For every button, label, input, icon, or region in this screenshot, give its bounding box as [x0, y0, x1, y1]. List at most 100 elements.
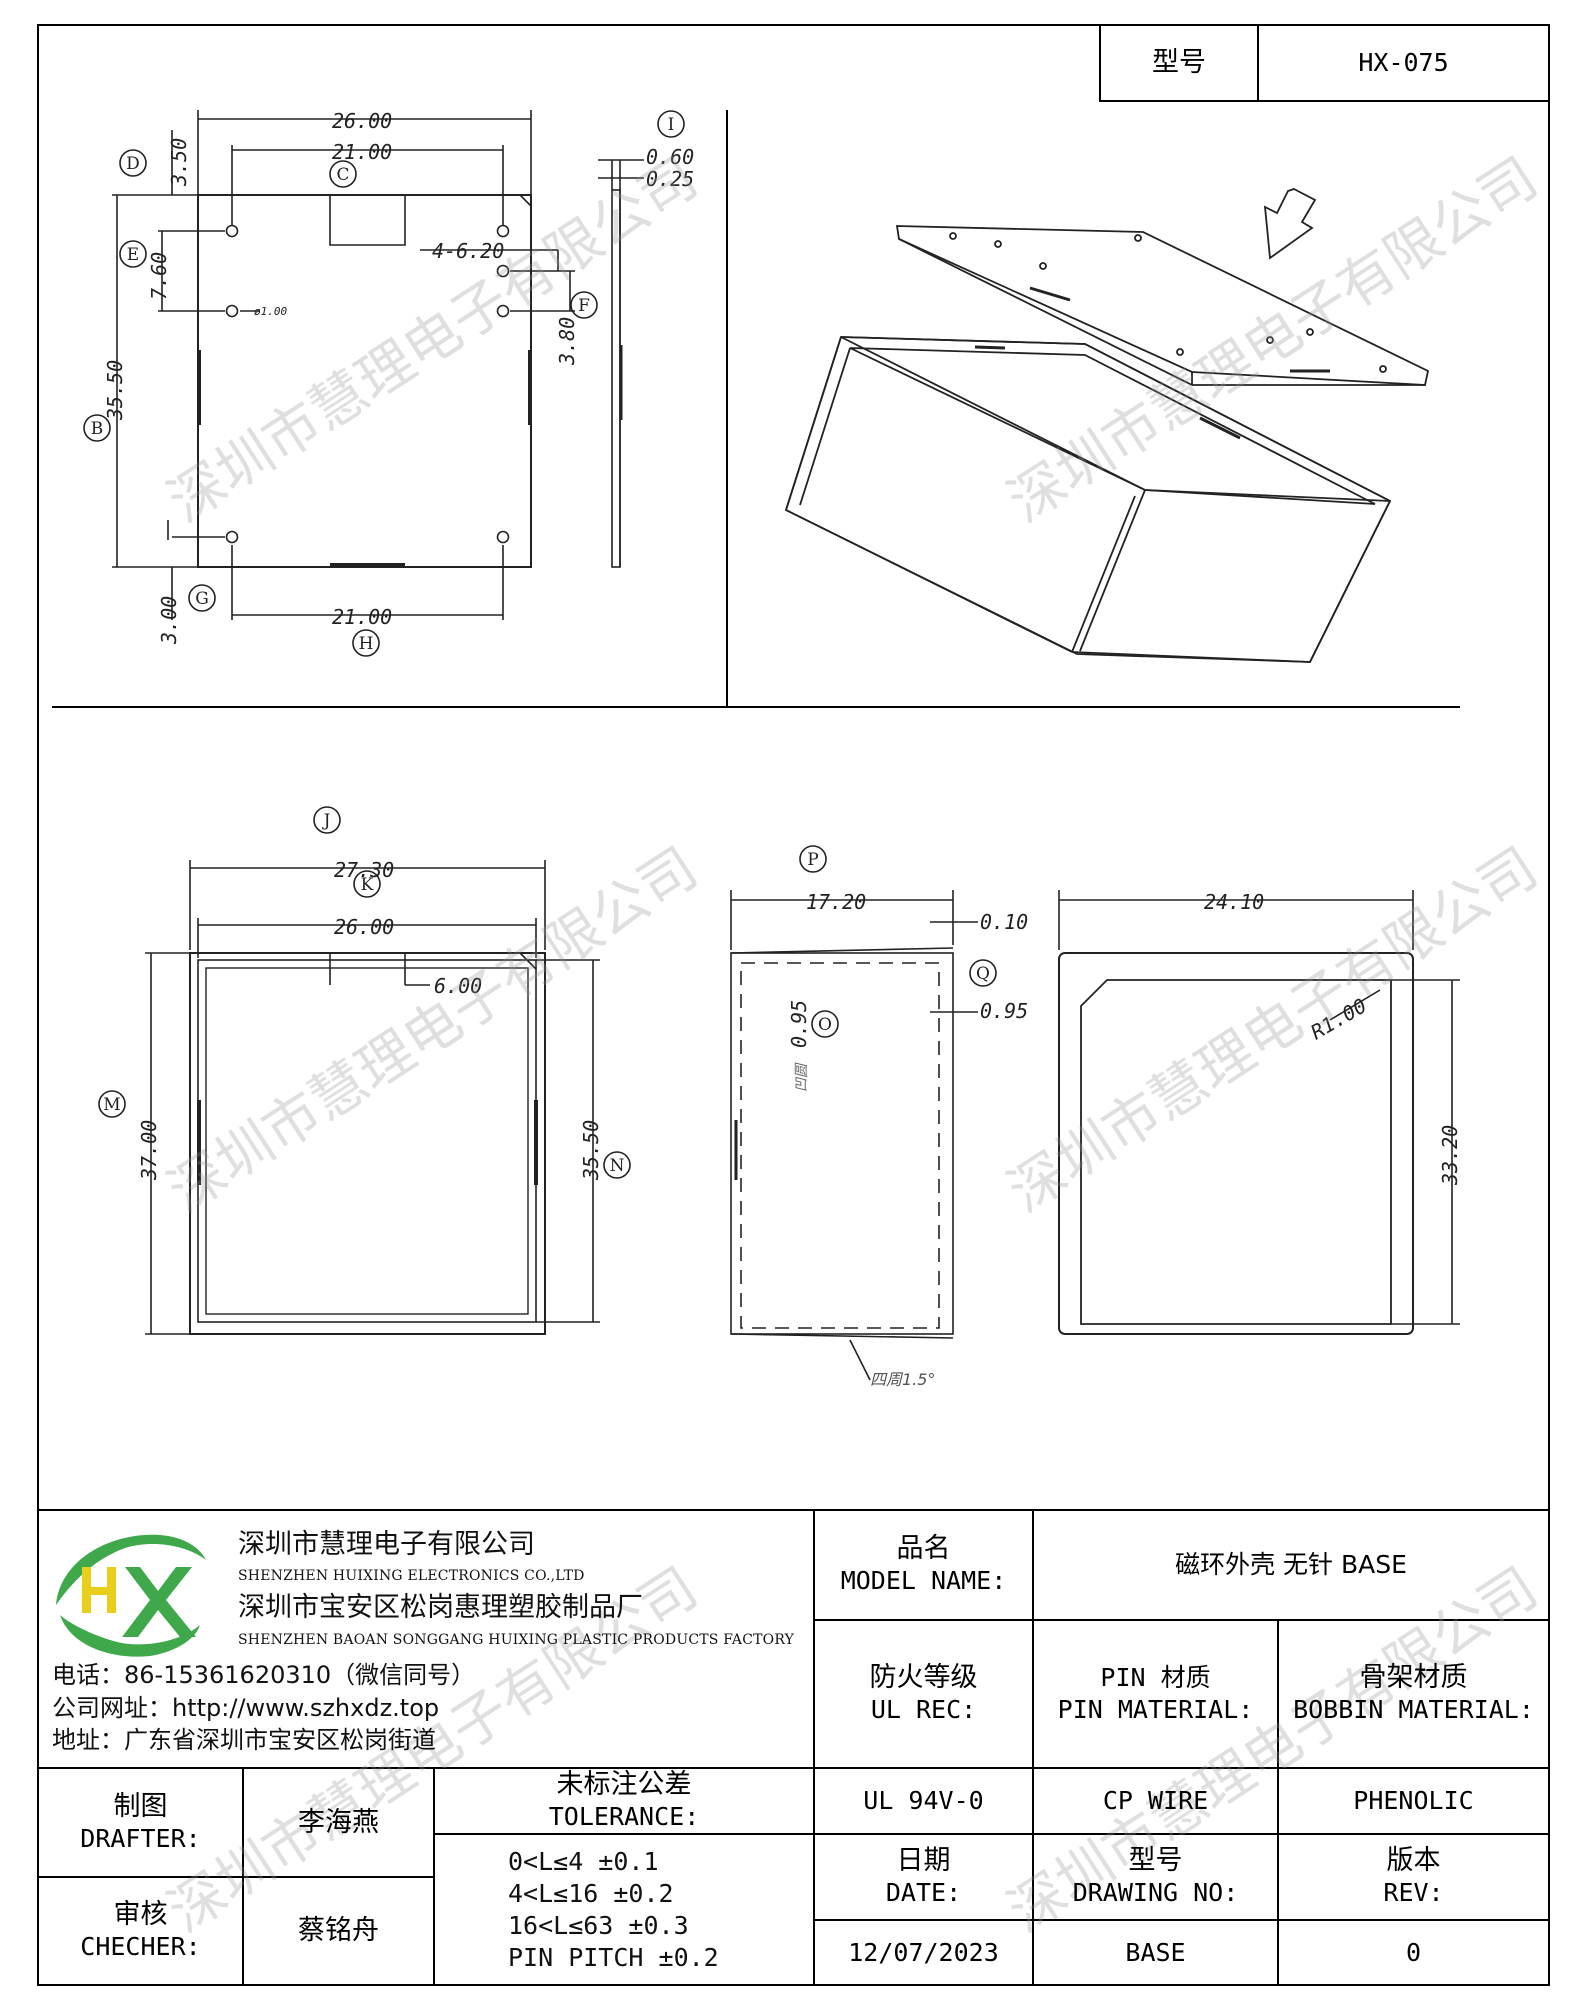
checker-value: 蔡铭舟	[298, 1915, 379, 1946]
drawing-no-label: 型号 DRAWING NO:	[1033, 1834, 1278, 1920]
dim-bottom-r: R1.00	[1307, 993, 1371, 1044]
dim-side-095b: 0.95	[980, 999, 1028, 1023]
label-B: B	[91, 419, 104, 439]
checker-label-en: CHECHER:	[80, 1932, 201, 1961]
rev-value: 0	[1405, 1937, 1422, 1967]
tolerance-line: 4<L≤16 ±0.2	[508, 1879, 674, 1908]
drafter-label-cn: 制图	[113, 1790, 168, 1822]
label-C: C	[336, 165, 349, 185]
label-H: H	[359, 634, 374, 654]
pin-material-label-en: PIN MATERIAL:	[1057, 1695, 1254, 1724]
dim-lid-350: 3.50	[167, 138, 191, 187]
ul-label-cn: 防火等级	[869, 1662, 978, 1693]
dim-lid-holes: 4-6.20	[432, 239, 504, 263]
note-inner: 凹圆	[794, 1062, 810, 1092]
base-bottom-view	[1058, 890, 1460, 1335]
dim-bottom-2410: 24.10	[1204, 890, 1264, 914]
label-G: G	[195, 589, 209, 609]
label-M: M	[103, 1095, 120, 1115]
model-name-label: 品名 MODEL NAME:	[814, 1510, 1033, 1620]
dim-lid-pin: ø1.00	[254, 305, 287, 318]
label-E: E	[127, 245, 139, 265]
label-P: P	[807, 850, 818, 870]
lid-side-view	[598, 159, 644, 568]
drafter-label-en: DRAFTER:	[80, 1823, 201, 1853]
model-name-value: 磁环外壳 无针 BASE	[1175, 1550, 1407, 1579]
company-name-en: SHENZHEN HUIXING ELECTRONICS CO.,LTD	[238, 1568, 585, 1584]
model-name-label-en: MODEL NAME:	[840, 1566, 1007, 1595]
type-value: HX-075	[1358, 48, 1449, 77]
label-K: K	[361, 875, 374, 895]
model-name-label-cn: 品名	[896, 1533, 951, 1564]
ul-label: 防火等级 UL REC:	[814, 1620, 1033, 1768]
pin-material-label: PIN 材质 PIN MATERIAL:	[1033, 1620, 1278, 1768]
dim-lid-060: 0.60	[646, 145, 694, 169]
company-address: 地址：广东省深圳市宝安区松岗街道	[52, 1726, 436, 1754]
date-label-en: DATE:	[885, 1878, 962, 1907]
base-top-view	[145, 860, 600, 1335]
company-website: 公司网址：http://www.szhxdz.top	[52, 1694, 440, 1722]
type-label: 型号	[1152, 47, 1206, 78]
tolerance-label: 未标注公差 TOLERANCE:	[434, 1768, 814, 1834]
tolerance-label-en: TOLERANCE:	[548, 1802, 700, 1831]
bobbin-material-label-cn: 骨架材质	[1359, 1662, 1468, 1693]
dim-base-2730: 27.30	[334, 858, 394, 882]
tolerance-label-cn: 未标注公差	[556, 1769, 692, 1800]
factory-name-en: SHENZHEN BAOAN SONGGANG HUIXING PLASTIC …	[238, 1632, 795, 1648]
dim-lid-3550: 35.50	[103, 360, 127, 421]
bobbin-material-label: 骨架材质 BOBBIN MATERIAL:	[1278, 1620, 1549, 1768]
rev-label: 版本 REV:	[1278, 1834, 1549, 1920]
company-phone: 电话：86-15361620310（微信同号）	[52, 1661, 476, 1689]
dim-lid-760: 7.60	[147, 252, 171, 300]
date-value: 12/07/2023	[848, 1937, 999, 1967]
date-label: 日期 DATE:	[814, 1834, 1033, 1920]
bobbin-material-value: PHENOLIC	[1353, 1786, 1474, 1815]
dim-base-3550: 35.50	[579, 1120, 603, 1181]
checker-label-cn: 审核	[113, 1899, 168, 1930]
label-I: I	[668, 115, 675, 135]
ul-value: UL 94V-0	[863, 1786, 984, 1815]
drawing-frame	[37, 24, 1550, 1986]
title-block-grid	[38, 1509, 1549, 1985]
dim-bottom-3320: 33.20	[1438, 1125, 1462, 1186]
dim-base-2600: 26.00	[334, 915, 394, 939]
dim-lid-21: 21.00	[332, 140, 392, 164]
lid-top-view	[112, 110, 575, 620]
drawing-no-value: BASE	[1125, 1937, 1186, 1967]
isometric-view	[784, 188, 1430, 663]
drawing-no-label-cn: 型号	[1128, 1845, 1183, 1876]
label-Q: Q	[976, 964, 990, 984]
label-F: F	[578, 296, 590, 316]
company-logo	[56, 1534, 206, 1657]
label-D: D	[126, 154, 140, 174]
drafter-label: 制图 DRAFTER:	[38, 1768, 243, 1877]
tolerance-line: PIN PITCH ±0.2	[508, 1943, 719, 1972]
drawing-no-label-en: DRAWING NO:	[1072, 1878, 1239, 1907]
base-side-view	[730, 890, 978, 1381]
dim-lid-380: 3.80	[555, 317, 579, 366]
dim-side-095: 0.95	[787, 1000, 811, 1048]
model-box	[1099, 24, 1550, 102]
dim-lid-300: 3.00	[157, 596, 181, 645]
ul-label-en: UL REC:	[870, 1695, 977, 1724]
pin-material-value: CP WIRE	[1102, 1786, 1209, 1815]
tolerance-line: 16<L≤63 ±0.3	[508, 1911, 689, 1940]
dim-lid-025: 0.25	[646, 167, 694, 191]
dim-base-3700: 37.00	[137, 1120, 161, 1181]
company-name-cn: 深圳市慧理电子有限公司	[238, 1529, 535, 1560]
pin-material-label-cn: PIN 材质	[1100, 1663, 1211, 1692]
dim-lid-21b: 21.00	[332, 605, 392, 629]
note-around: 四周1.5°	[870, 1370, 935, 1389]
dim-base-600: 6.00	[434, 974, 482, 998]
date-label-cn: 日期	[896, 1845, 951, 1876]
label-J: J	[322, 811, 331, 831]
rev-label-en: REV:	[1383, 1878, 1444, 1907]
factory-name-cn: 深圳市宝安区松岗惠理塑胶制品厂	[238, 1592, 643, 1623]
tolerance-line: 0<L≤4 ±0.1	[508, 1847, 659, 1876]
label-N: N	[610, 1156, 625, 1176]
bobbin-material-label-en: BOBBIN MATERIAL:	[1293, 1695, 1534, 1724]
dim-side-1720: 17.20	[806, 890, 866, 914]
rev-label-cn: 版本	[1386, 1845, 1441, 1876]
checker-label: 审核 CHECHER:	[38, 1877, 243, 1985]
